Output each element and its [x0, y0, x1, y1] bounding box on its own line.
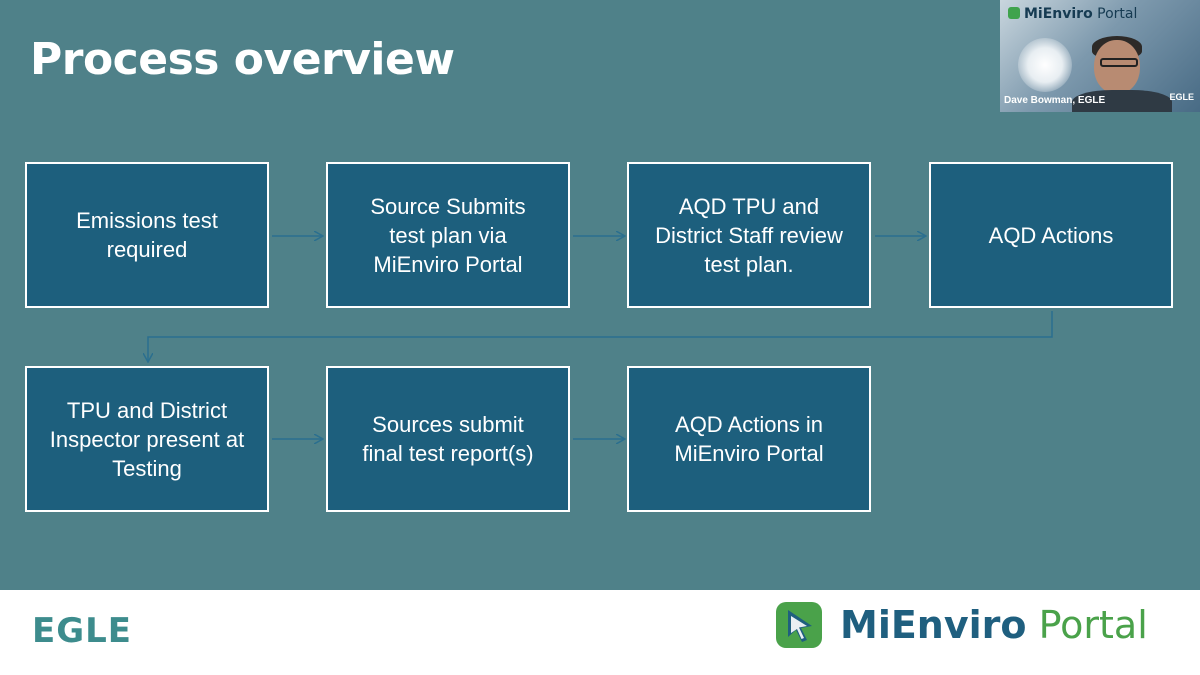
slide-title: Process overview [30, 34, 455, 85]
step-source-submits-test-plan: Source Submits test plan via MiEnviro Po… [326, 162, 570, 308]
egle-logo: EGLE [32, 611, 133, 651]
flow-connectors [0, 0, 1053, 590]
dandelion-background-image [1018, 38, 1072, 92]
arrow-step4-step5 [148, 311, 1053, 361]
mienviro-portal-logo: MiEnviro Portal [774, 600, 1148, 650]
participant-name: Dave Bowman, EGLE [1004, 95, 1106, 106]
participant-face [1094, 40, 1140, 94]
video-egle-logo: EGLE [1169, 92, 1194, 102]
participant-video-tile[interactable]: MiEnviro Portal Dave Bowman, EGLE EGLE [1000, 0, 1200, 112]
portal-logo-icon [1008, 7, 1020, 19]
mienviro-logo-icon [776, 602, 822, 648]
video-brand-logo: MiEnviro Portal [1008, 6, 1137, 22]
participant-body [1072, 90, 1172, 112]
step-inspector-present-at-testing: TPU and District Inspector present at Te… [25, 366, 269, 512]
step-aqd-actions-in-portal: AQD Actions in MiEnviro Portal [627, 366, 871, 512]
step-staff-review-test-plan: AQD TPU and District Staff review test p… [627, 162, 871, 308]
step-emissions-test-required: Emissions test required [25, 162, 269, 308]
step-sources-submit-final-report: Sources submit final test report(s) [326, 366, 570, 512]
mienviro-wordmark: MiEnviro Portal [840, 603, 1148, 647]
glasses [1100, 58, 1138, 67]
step-aqd-actions: AQD Actions [929, 162, 1173, 308]
